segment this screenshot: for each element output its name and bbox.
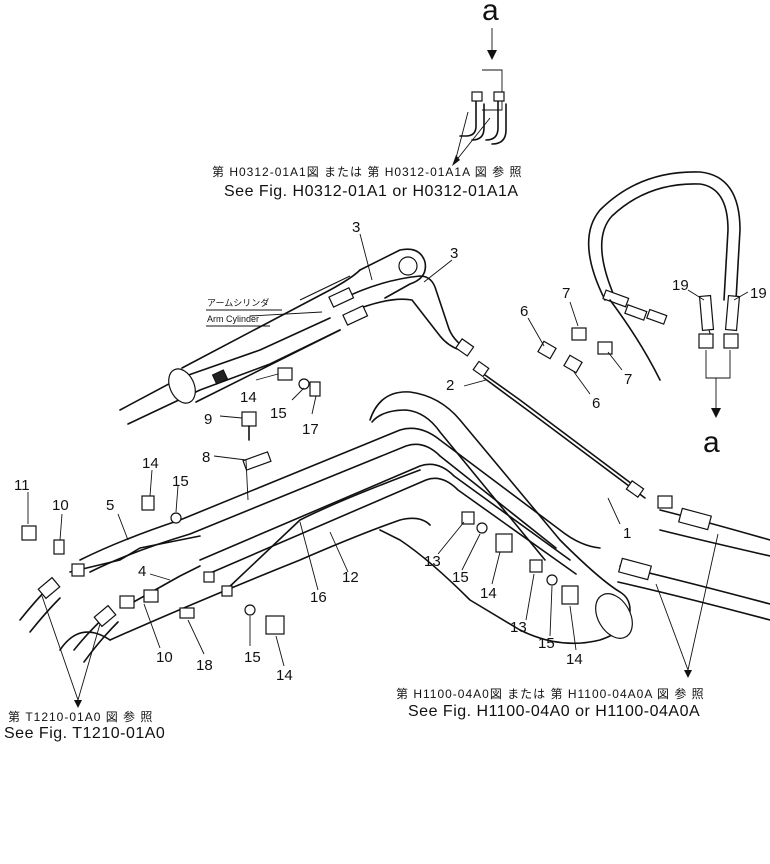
callout-14c: 14 xyxy=(480,585,497,602)
detail-a-top: a xyxy=(452,0,507,166)
callout-17: 17 xyxy=(302,421,319,438)
callout-15a: 15 xyxy=(270,405,287,422)
right-reference-jp: 第 H1100-04A0図 または 第 H1100-04A0A 図 参 照 xyxy=(396,687,705,701)
callout-13a: 13 xyxy=(424,553,441,570)
callout-19a: 19 xyxy=(672,277,689,294)
callout-10a: 10 xyxy=(52,497,69,514)
callout-5: 5 xyxy=(106,497,114,514)
view-letter-top: a xyxy=(482,0,499,27)
callout-4: 4 xyxy=(138,563,146,580)
view-letter-right: a xyxy=(703,426,720,459)
callout-3b: 3 xyxy=(450,245,458,262)
callout-14e: 14 xyxy=(276,667,293,684)
arm-cylinder-label: アームシリンダ Arm Cylinder xyxy=(206,297,282,327)
callout-19b: 19 xyxy=(750,285,767,302)
callout-15e: 15 xyxy=(244,649,261,666)
top-reference-en: See Fig. H0312-01A1 or H0312-01A1A xyxy=(224,183,519,200)
callout-15c: 15 xyxy=(452,569,469,586)
callout-9: 9 xyxy=(204,411,212,428)
arm-cylinder-label-jp: アームシリンダ xyxy=(207,297,269,308)
callout-11: 11 xyxy=(14,477,30,494)
callout-1: 1 xyxy=(623,525,631,542)
callout-7a: 7 xyxy=(562,285,570,302)
callout-16: 16 xyxy=(310,589,327,606)
callout-6b: 6 xyxy=(592,395,600,412)
callout-8: 8 xyxy=(202,449,210,466)
callout-14a: 14 xyxy=(240,389,257,406)
callout-18: 18 xyxy=(196,657,213,674)
callout-14b: 14 xyxy=(142,455,159,472)
callout-15b: 15 xyxy=(172,473,189,490)
callout-leaders xyxy=(27,233,749,708)
arm-cylinder xyxy=(119,248,427,425)
detail-a-right: a xyxy=(587,171,741,459)
callout-2: 2 xyxy=(446,377,454,394)
top-reference-jp: 第 H0312-01A1図 または 第 H0312-01A1A 図 参 照 xyxy=(212,165,523,179)
right-reference-en: See Fig. H1100-04A0 or H1100-04A0A xyxy=(408,703,701,720)
callout-3a: 3 xyxy=(352,219,360,236)
left-reference-jp: 第 T1210-01A0 図 参 照 xyxy=(8,710,154,724)
callout-6a: 6 xyxy=(520,303,528,320)
callout-12: 12 xyxy=(342,569,359,586)
callout-13b: 13 xyxy=(510,619,527,636)
callout-numbers: 1 2 3 3 4 5 6 6 7 7 8 9 10 10 11 12 13 1… xyxy=(14,219,767,684)
left-reference-en: See Fig. T1210-01A0 xyxy=(4,725,166,742)
hydraulic-lines xyxy=(19,275,770,663)
callout-7b: 7 xyxy=(624,371,632,388)
callout-15d: 15 xyxy=(538,635,555,652)
callout-14d: 14 xyxy=(566,651,583,668)
fasteners xyxy=(21,327,613,635)
callout-10b: 10 xyxy=(156,649,173,666)
arm-cylinder-label-en: Arm Cylinder xyxy=(207,314,259,324)
